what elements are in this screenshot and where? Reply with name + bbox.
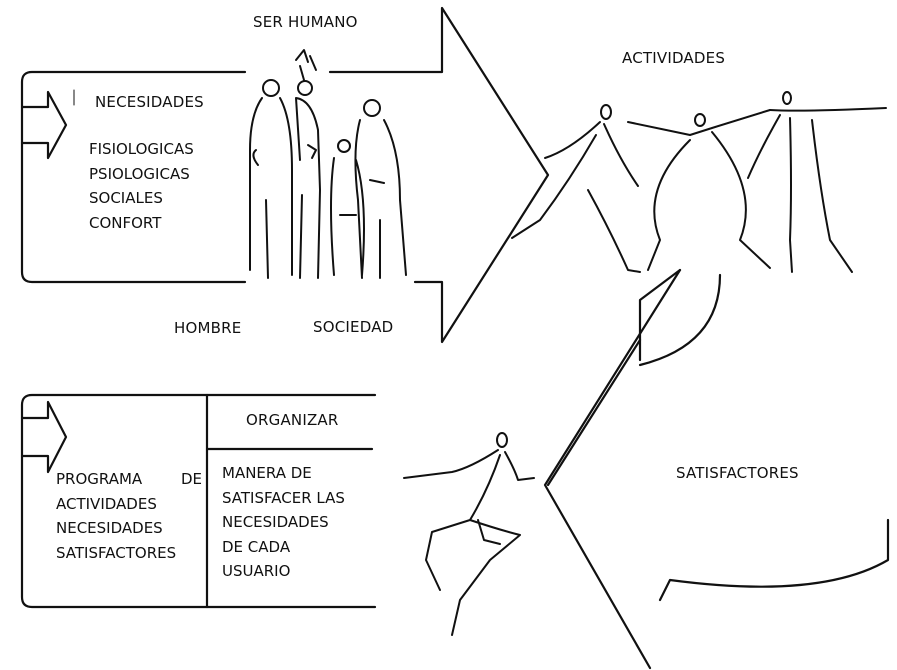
big-right-arrow — [330, 8, 548, 342]
actividades-label: ACTIVIDADES — [622, 51, 725, 66]
organizar-label: ORGANIZAR — [246, 413, 339, 428]
manera-line: MANERA DE — [222, 461, 345, 486]
need-item: FISIOLOGICAS — [89, 137, 194, 162]
manera-line: DE CADA — [222, 535, 345, 560]
sociedad-label: SOCIEDAD — [313, 320, 393, 335]
manera-line: NECESIDADES — [222, 510, 345, 535]
ser-humano-label: SER HUMANO — [253, 15, 358, 30]
need-item: CONFORT — [89, 211, 194, 236]
human-group-figure — [250, 50, 406, 278]
satisfactores-label: SATISFACTORES — [676, 466, 799, 481]
manera-text: MANERA DE SATISFACER LAS NECESIDADES DE … — [222, 461, 345, 584]
necesidades-label: NECESIDADES — [95, 95, 204, 110]
programa-list: PROGRAMA DE ACTIVIDADES NECESIDADES SATI… — [56, 467, 202, 565]
de-word: DE — [181, 467, 202, 492]
activity-figures — [512, 92, 886, 272]
seated-figure — [404, 433, 534, 635]
hombre-label: HOMBRE — [174, 321, 241, 336]
programa-item: SATISFACTORES — [56, 541, 202, 566]
needs-list: FISIOLOGICAS PSIOLOGICAS SOCIALES CONFOR… — [89, 137, 194, 235]
programa-item: ACTIVIDADES — [56, 492, 202, 517]
manera-line: USUARIO — [222, 559, 345, 584]
programa-first-line: PROGRAMA DE — [56, 467, 202, 492]
manera-line: SATISFACER LAS — [222, 486, 345, 511]
need-item: PSIOLOGICAS — [89, 162, 194, 187]
need-item: SOCIALES — [89, 186, 194, 211]
programa-item: NECESIDADES — [56, 516, 202, 541]
programa-word: PROGRAMA — [56, 467, 142, 492]
